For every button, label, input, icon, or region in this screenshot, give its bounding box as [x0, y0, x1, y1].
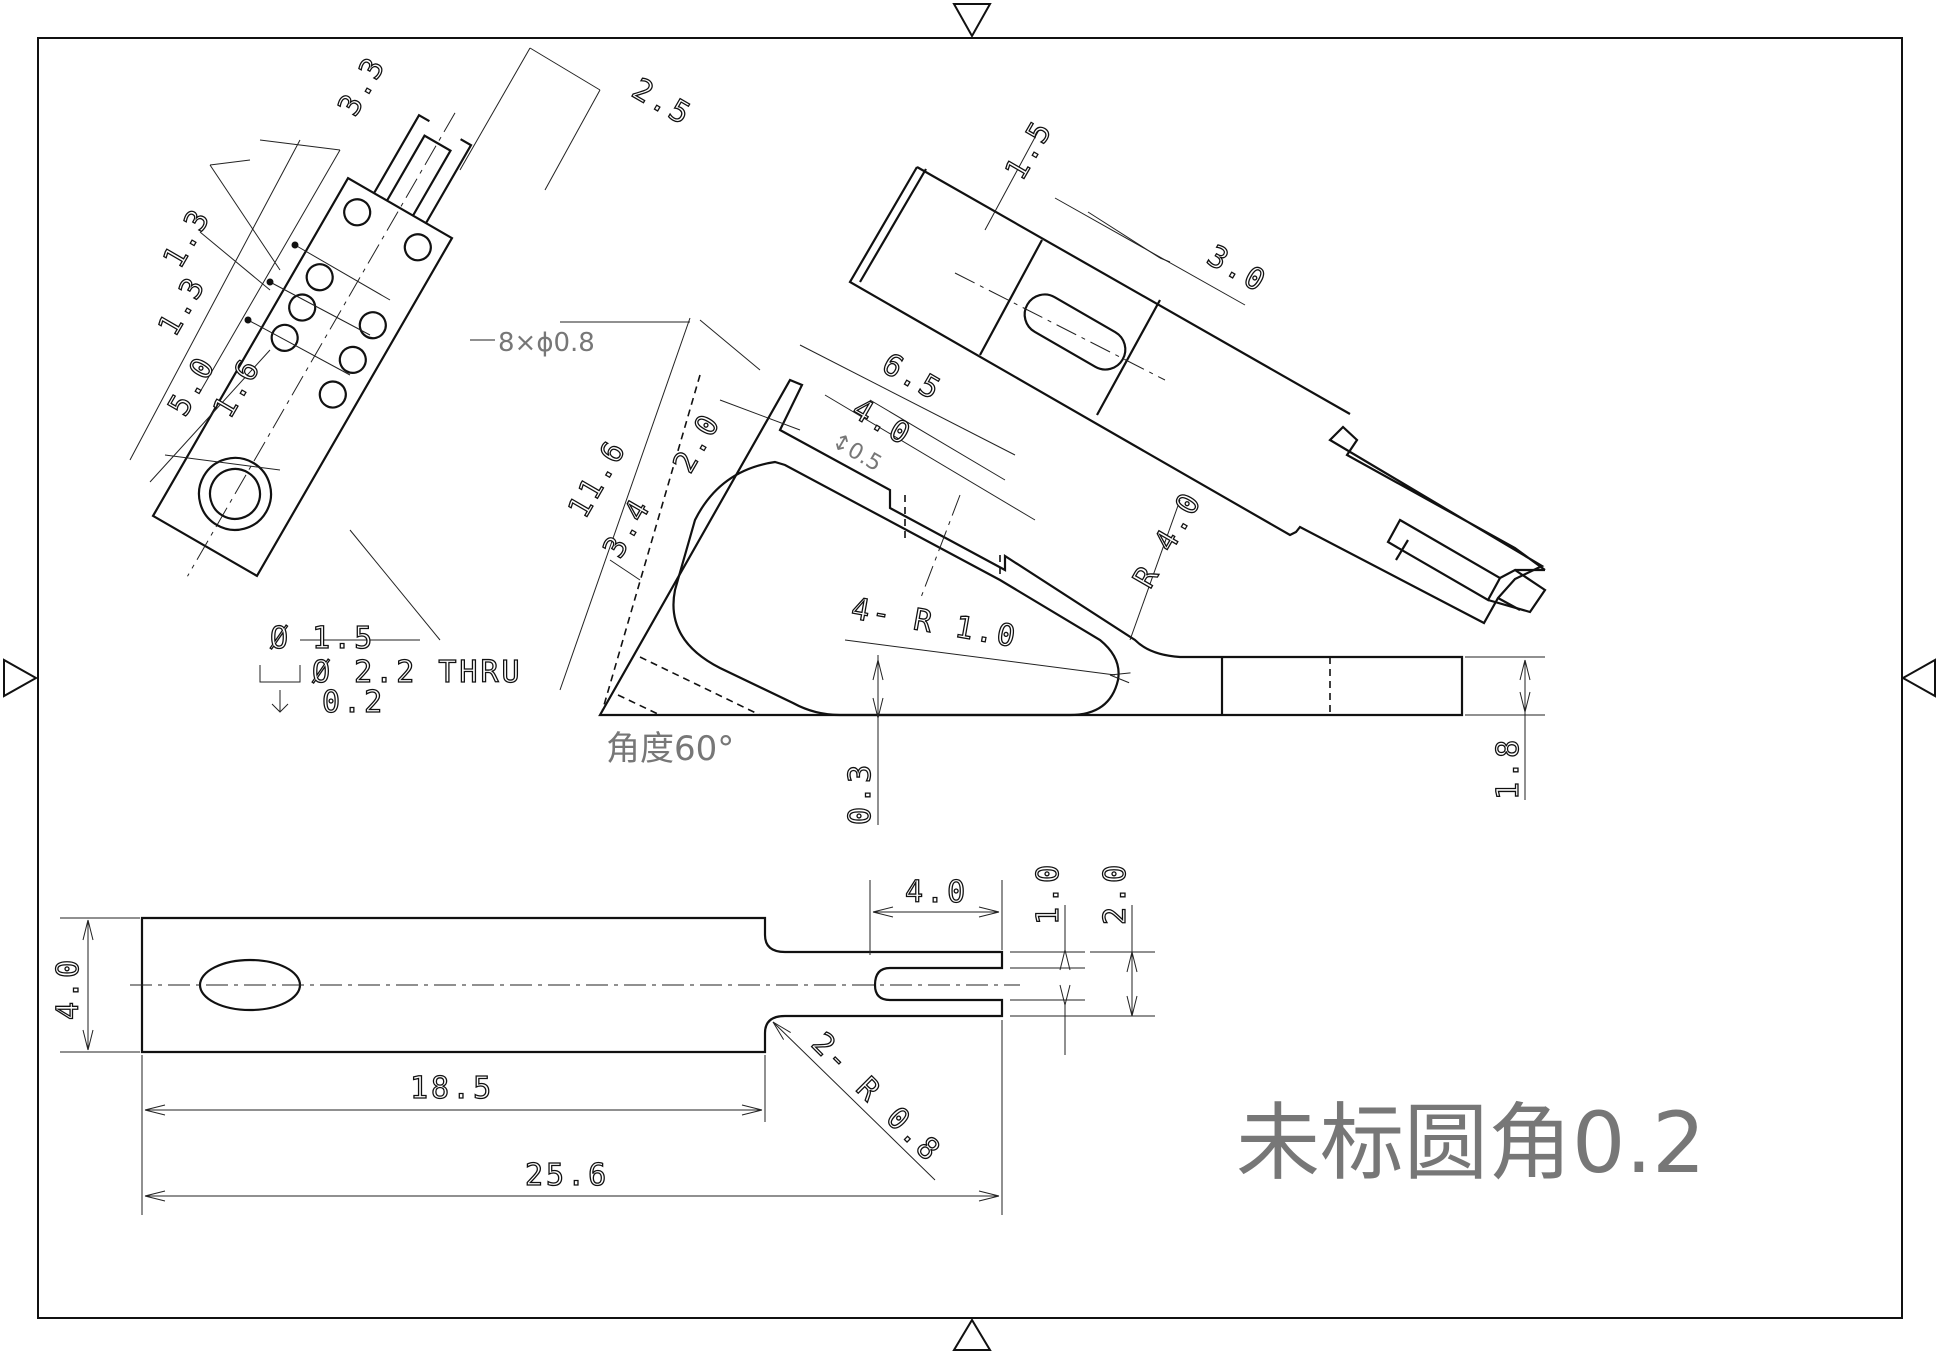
dim-1-6: 1.6: [207, 352, 269, 424]
dim-2-0-front: 2.0: [667, 407, 729, 479]
dimension-arrowhead: [1126, 951, 1138, 973]
dim-2-0-plan: 2.0: [1098, 862, 1133, 925]
front-view: 11.6 2.0 3.4 6.5 4.0 ↕0.5 R 4.0 4- R 1.0…: [559, 317, 1545, 826]
dimension-arrowhead: [872, 906, 894, 918]
dimension-arrowhead: [144, 1104, 166, 1116]
dimension-arrowhead: [144, 1190, 166, 1202]
dimension-arrowhead: [872, 659, 884, 681]
dim-3-3: 3.3: [332, 50, 394, 122]
dimension-arrowhead: [1519, 659, 1531, 681]
iso-slot: [1023, 293, 1127, 371]
depth-symbol: [271, 690, 289, 713]
dim-6-5: 6.5: [876, 347, 948, 409]
dim-1-8: 1.8: [1491, 737, 1526, 800]
plan-outline: [140, 916, 1004, 1054]
counterbore-outer: [197, 456, 273, 532]
cbore-thru: Ø 2.2 THRU: [312, 655, 523, 690]
dimension-arrowhead: [978, 1190, 1000, 1202]
dimension-arrowhead: [741, 1104, 763, 1116]
side-fork: [373, 113, 473, 224]
dim-1-5: 1.5: [999, 114, 1061, 186]
dim-4r1-0: 4- R 1.0: [849, 591, 1021, 655]
dim-1-3-lower: 1.3: [152, 270, 214, 342]
angle-note: 角度60°: [606, 729, 734, 769]
bracket-inner-cutout: [672, 460, 1120, 717]
dim-2r0-8: 2- R 0.8: [804, 1026, 948, 1170]
sheet-border: [3, 3, 1936, 1351]
dimension-arrowhead: [872, 697, 884, 719]
dimension-arrowheads: [82, 659, 1531, 1202]
dim-4-0-slot: 4.0: [905, 875, 968, 910]
dimension-arrowhead: [82, 919, 94, 941]
dimension-arrowhead: [1126, 995, 1138, 1017]
top-centering-mark: [952, 3, 992, 39]
bottom-centering-mark: [952, 1318, 992, 1351]
counterbore-symbol: [259, 665, 301, 683]
dimension-arrowhead: [978, 906, 1000, 918]
cbore-diameter: Ø 1.5: [270, 621, 375, 656]
dim-25-6: 25.6: [525, 1158, 609, 1193]
dimension-arrowhead: [1059, 949, 1071, 971]
iso-view: 1.5 3.0: [848, 113, 1547, 625]
dim-18-5: 18.5: [410, 1071, 494, 1106]
dimension-arrowhead: [1059, 984, 1071, 1006]
dim-4-0-left: 4.0: [51, 957, 86, 1020]
iso-outline: [848, 166, 1546, 625]
right-centering-mark: [1900, 658, 1936, 698]
dim-2-5: 2.5: [626, 72, 698, 134]
dimension-arrowhead: [772, 1021, 791, 1040]
general-note: 未标圆角0.2: [1236, 1094, 1706, 1192]
dim-3-0: 3.0: [1201, 239, 1273, 301]
dim-1-3-upper: 1.3: [157, 202, 219, 274]
dim-1-0: 1.0: [1031, 862, 1066, 925]
dim-r4-0: R 4.0: [1127, 485, 1210, 594]
dimension-arrowhead: [1109, 672, 1131, 684]
dim-0-3: 0.3: [843, 762, 878, 825]
cbore-depth: 0.2: [322, 685, 385, 720]
left-centering-mark: [3, 658, 39, 698]
side-view: 3.3 2.5 1.3 1.3 5.0 1.6 8×ϕ0.8 Ø 1.5 Ø 2…: [129, 47, 699, 721]
dimension-arrowhead: [82, 1029, 94, 1051]
hole-count-note: 8×ϕ0.8: [498, 328, 595, 358]
bracket-outline: [598, 378, 1464, 717]
dim-3-4: 3.4: [597, 492, 659, 564]
counterbore-inner: [208, 467, 262, 521]
dimension-arrowhead: [1519, 691, 1531, 713]
